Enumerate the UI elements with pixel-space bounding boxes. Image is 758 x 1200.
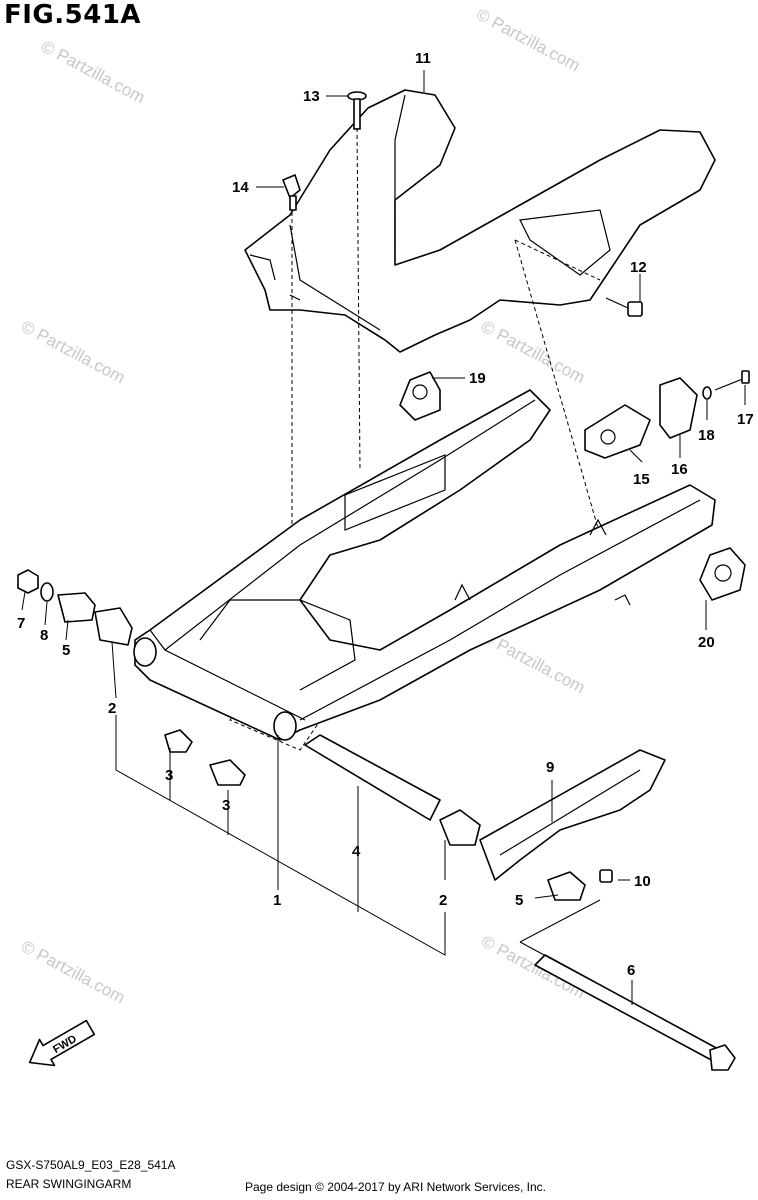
callout-9: 9 bbox=[546, 759, 554, 776]
bracket-20 bbox=[699, 547, 746, 601]
chain-case bbox=[244, 89, 716, 353]
callout-7: 7 bbox=[17, 615, 25, 632]
bearing-3-upper bbox=[164, 729, 193, 753]
bolt-17 bbox=[714, 370, 750, 391]
callout-13: 13 bbox=[303, 88, 320, 105]
adjuster-15 bbox=[584, 404, 651, 459]
watermark: © Partzilla.com bbox=[18, 317, 128, 388]
copyright-notice: Page design © 2004-2017 by ARI Network S… bbox=[245, 1180, 547, 1194]
bearing-2-left bbox=[94, 607, 133, 646]
plate-16 bbox=[659, 377, 698, 439]
callout-12: 12 bbox=[630, 259, 647, 276]
washer-18 bbox=[702, 386, 712, 400]
washer-8 bbox=[40, 582, 54, 602]
callout-6: 6 bbox=[627, 962, 635, 979]
callout-17: 17 bbox=[737, 411, 754, 428]
callout-2-right: 2 bbox=[439, 892, 447, 909]
figure-name: REAR SWINGINGARM bbox=[6, 1177, 132, 1191]
figure-title: FIG.541A bbox=[4, 0, 142, 30]
callout-8: 8 bbox=[40, 627, 48, 644]
callout-15: 15 bbox=[633, 471, 650, 488]
collar-4 bbox=[304, 734, 441, 821]
bolt-12 bbox=[605, 297, 643, 317]
callout-4: 4 bbox=[352, 843, 361, 860]
figure-code: GSX-S750AL9_E03_E28_541A bbox=[6, 1158, 176, 1172]
chain-buffer-9 bbox=[479, 749, 666, 881]
watermark: © Partzilla.com bbox=[18, 937, 128, 1008]
spacer-5-right bbox=[547, 871, 586, 901]
callout-5-right: 5 bbox=[515, 892, 523, 909]
callouts: 11 13 14 12 19 17 18 16 15 20 7 8 5 2 3 … bbox=[17, 50, 754, 979]
callout-3-lower: 3 bbox=[222, 797, 230, 814]
bolt-10 bbox=[599, 869, 613, 883]
callout-10: 10 bbox=[634, 873, 651, 890]
group-lines bbox=[115, 715, 601, 986]
bearing-3-lower bbox=[209, 759, 246, 786]
fwd-label: FWD bbox=[51, 1033, 79, 1056]
watermark: © Partzilla.com bbox=[38, 37, 148, 108]
watermark: © Partzilla.com bbox=[478, 317, 588, 388]
bracket-19 bbox=[399, 371, 441, 421]
callout-1: 1 bbox=[273, 892, 281, 909]
callout-20: 20 bbox=[698, 634, 715, 651]
watermark: © Partzilla.com bbox=[473, 5, 583, 76]
nut-7 bbox=[17, 569, 39, 594]
callout-19: 19 bbox=[469, 370, 486, 387]
bearing-2-right bbox=[439, 809, 481, 846]
callout-16: 16 bbox=[671, 461, 688, 478]
callout-14: 14 bbox=[232, 179, 249, 196]
watermark: © Partzilla.com bbox=[478, 932, 588, 1003]
spacer-5-left bbox=[57, 592, 96, 623]
callout-18: 18 bbox=[698, 427, 715, 444]
swingarm bbox=[133, 389, 716, 741]
callout-3-upper: 3 bbox=[165, 767, 173, 784]
callout-2-left: 2 bbox=[108, 700, 116, 717]
callout-11: 11 bbox=[415, 50, 431, 67]
leader-lines bbox=[21, 70, 746, 1005]
clip-14 bbox=[282, 174, 301, 211]
pivot-shaft-6 bbox=[534, 954, 736, 1071]
callout-5-left: 5 bbox=[62, 642, 70, 659]
forward-arrow-icon: FWD bbox=[28, 1019, 96, 1067]
